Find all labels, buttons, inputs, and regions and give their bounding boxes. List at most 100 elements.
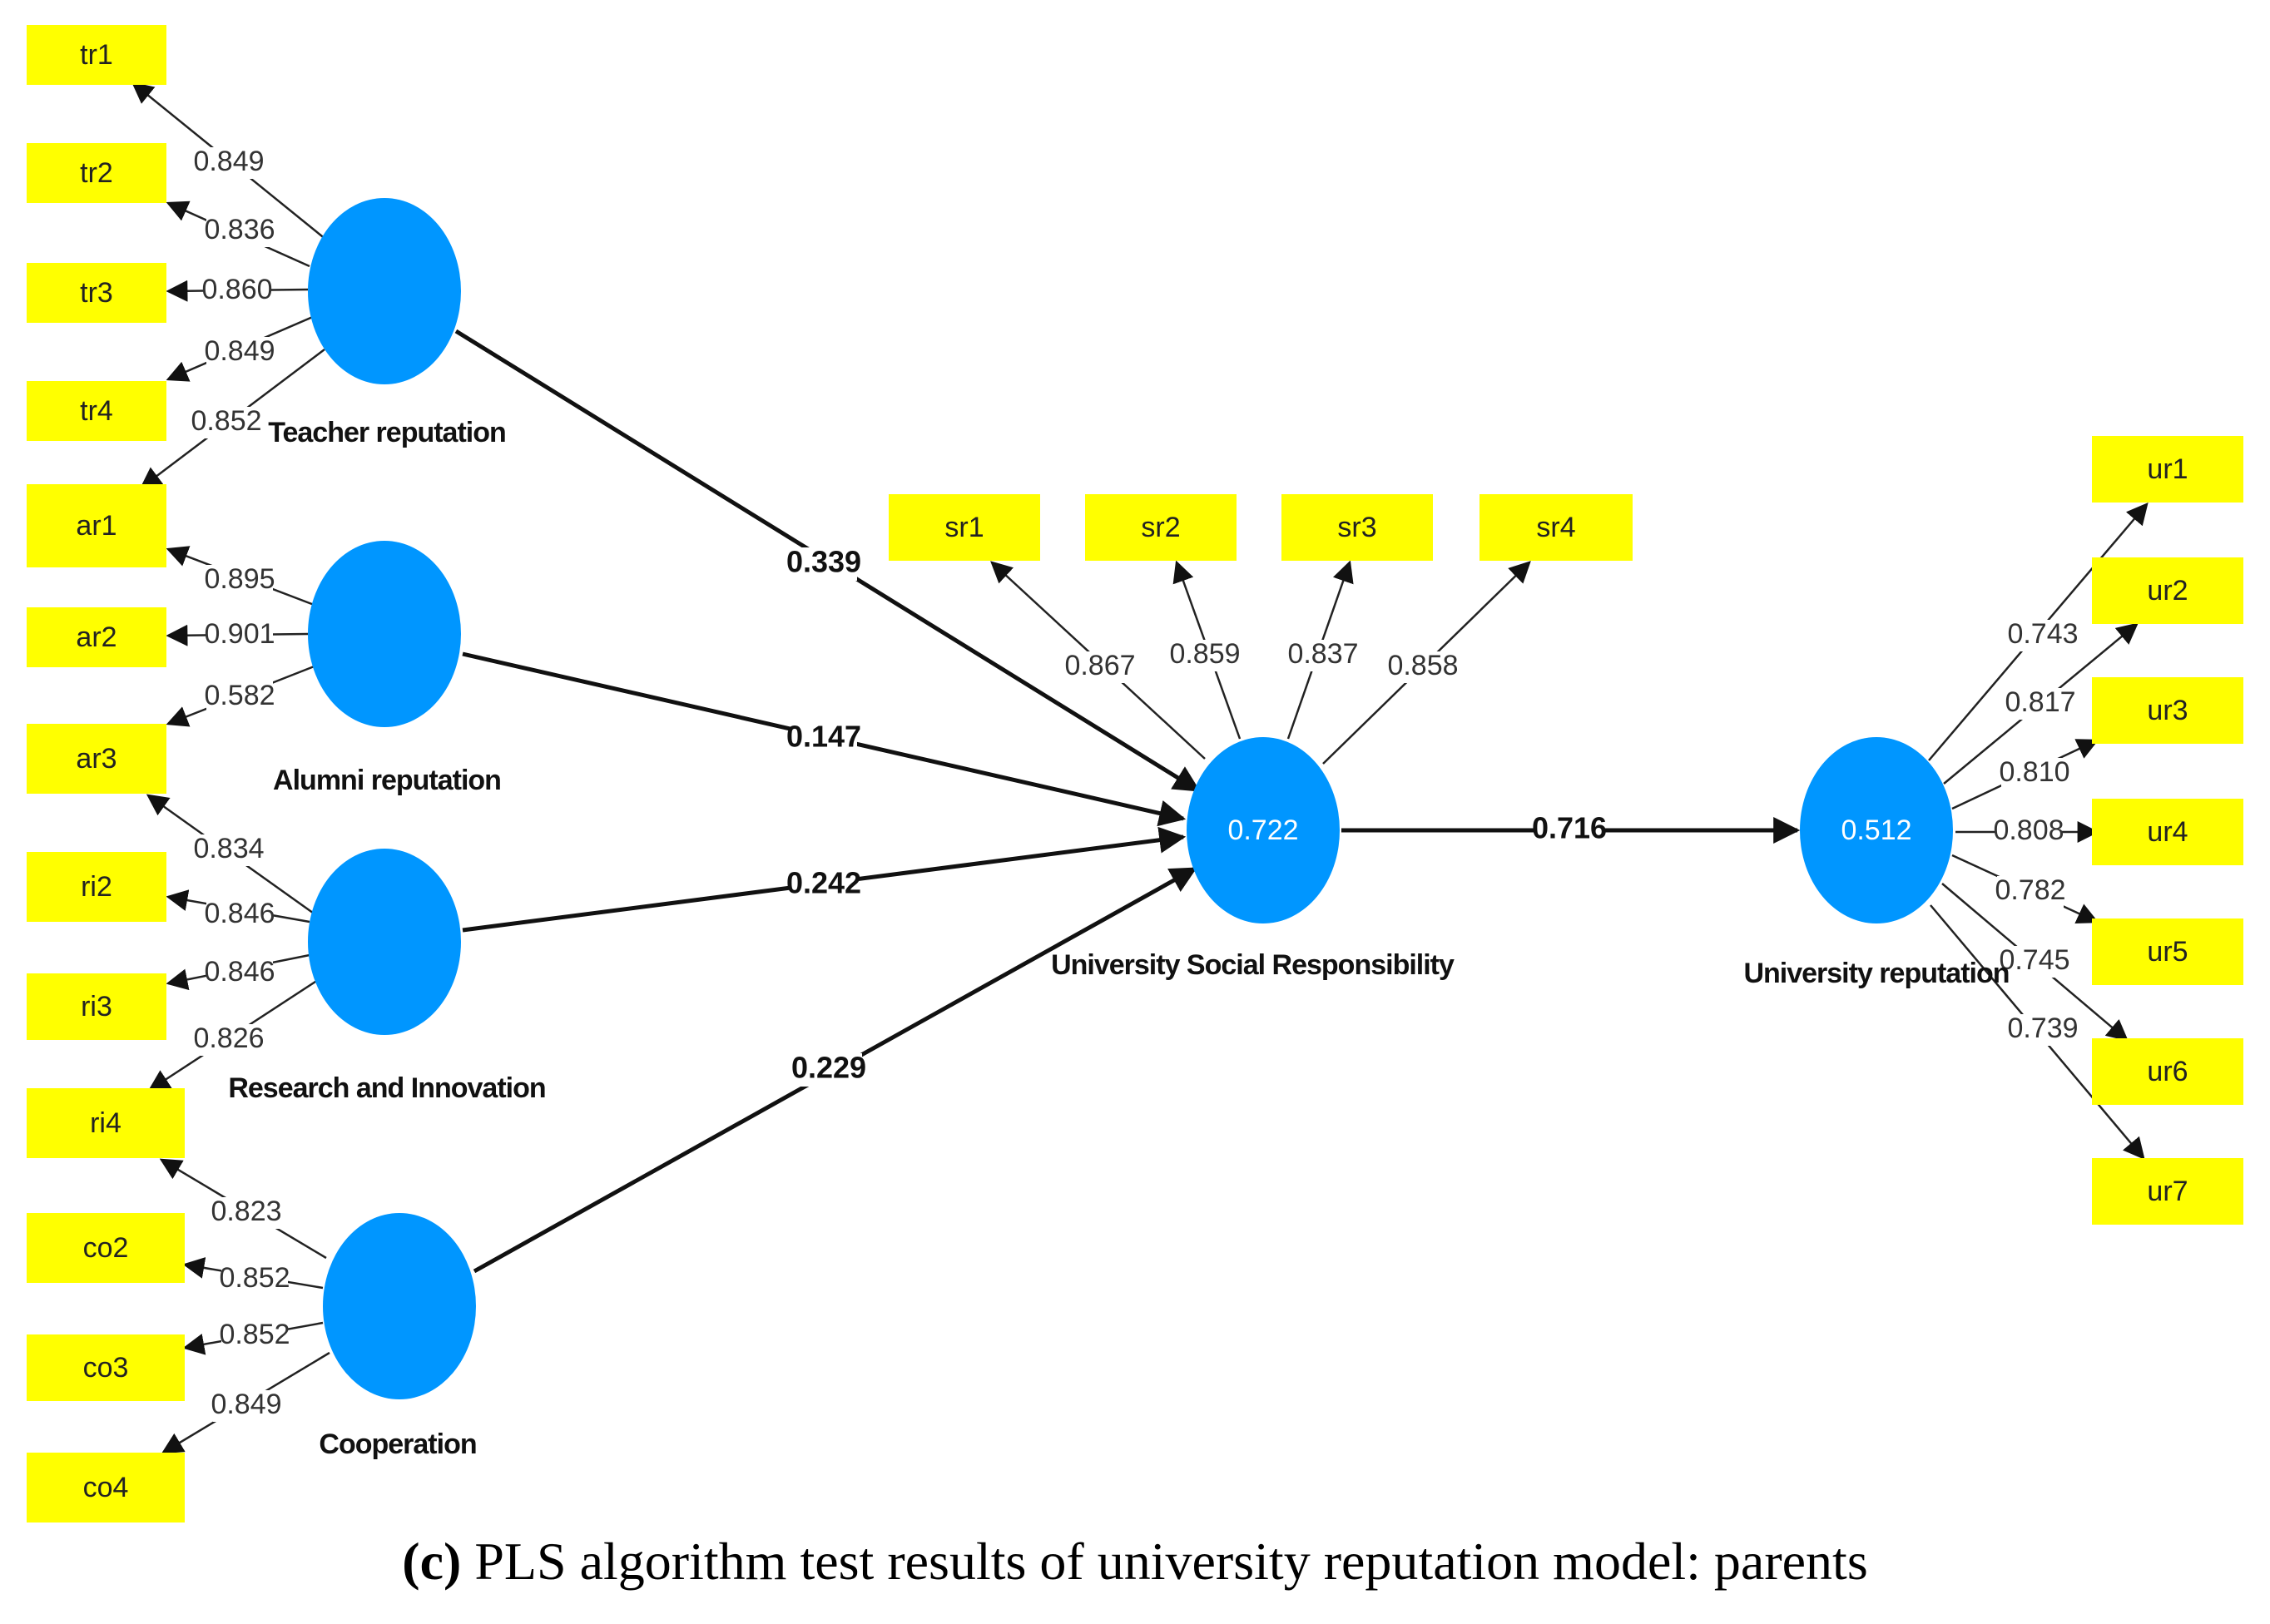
- loading-bg: [1390, 651, 1456, 683]
- loading-bg: [213, 1197, 280, 1229]
- indicator-label-ur2: ur2: [2147, 575, 2188, 607]
- indicator-label-ri2: ri2: [81, 871, 112, 903]
- construct-node-usr: [1187, 737, 1340, 923]
- indicator-label-co2: co2: [83, 1232, 129, 1264]
- loading-bg: [206, 681, 273, 713]
- loading-bg: [206, 215, 273, 247]
- indicator-label-ar2: ar2: [76, 621, 116, 653]
- loading-bg: [1290, 640, 1356, 671]
- loading-bg: [2010, 1014, 2076, 1046]
- indicator-box-sr2: [1085, 494, 1237, 561]
- loading-value-ur2: 0.817: [2005, 686, 2075, 718]
- indicator-label-sr4: sr4: [1536, 512, 1575, 543]
- indicator-label-ri3: ri3: [81, 991, 112, 1022]
- construct-node-ri: [308, 849, 461, 1035]
- path-coef-bg: [791, 547, 857, 581]
- indicator-label-ar1: ar1: [76, 510, 116, 542]
- indicator-label-tr4: tr4: [80, 395, 113, 427]
- path-coef-bg: [795, 1053, 862, 1087]
- loading-value-ri2: 0.834: [193, 833, 264, 864]
- construct-label-alumni-reputation: Alumni reputation: [273, 765, 501, 796]
- indicator-box-ri3: [27, 973, 166, 1040]
- indicator-box-ri4: [27, 1088, 185, 1158]
- indicator-label-co3: co3: [83, 1352, 129, 1384]
- loading-bg: [2007, 688, 2074, 720]
- indicator-box-sr3: [1281, 494, 1433, 561]
- figure-caption: (c) PLS algorithm test results of univer…: [0, 1531, 2270, 1592]
- indicator-box-tr4: [27, 381, 166, 441]
- indicator-box-co4: [27, 1453, 185, 1522]
- indicator-label-ur7: ur7: [2147, 1176, 2188, 1207]
- loading-value-co4: 0.849: [211, 1389, 281, 1420]
- construct-label-teacher-reputation: Teacher reputation: [268, 417, 506, 448]
- path-coef-bg: [791, 869, 857, 902]
- loading-value-ri3: 0.846: [204, 956, 275, 988]
- indicator-box-co3: [27, 1334, 185, 1401]
- indicator-box-ur3: [2092, 677, 2243, 744]
- indicator-box-tr3: [27, 263, 166, 323]
- loading-bg: [2001, 758, 2068, 790]
- path-coefficient-alumni-usr: 0.147: [786, 720, 861, 754]
- construct-label-research-and-innovation: Research and Innovation: [228, 1072, 545, 1104]
- caption-label: (c): [402, 1532, 462, 1591]
- loading-value-ur4: 0.808: [1993, 814, 2064, 846]
- loading-bg: [206, 899, 273, 931]
- loading-value-co2: 0.852: [219, 1262, 290, 1294]
- loading-value-co3: 0.852: [219, 1319, 290, 1350]
- loading-value-ur5: 0.782: [1995, 874, 2065, 906]
- loading-value-tr4: 0.849: [204, 335, 275, 367]
- path-coef-bg: [791, 722, 857, 755]
- indicator-box-sr4: [1479, 494, 1633, 561]
- loading-bg: [206, 620, 273, 651]
- path-coefficient-ri-usr: 0.242: [786, 866, 861, 900]
- loading-value-ri4: 0.826: [193, 1022, 264, 1054]
- indicator-label-ur4: ur4: [2147, 816, 2188, 848]
- loading-value-ur3: 0.810: [1999, 756, 2069, 788]
- loading-bg: [2010, 620, 2076, 651]
- loading-bg: [196, 834, 262, 866]
- loading-value-sr3: 0.837: [1287, 638, 1358, 670]
- loading-bg: [221, 1320, 288, 1352]
- loading-value-ar3: 0.582: [204, 680, 275, 711]
- construct-label-cooperation: Cooperation: [319, 1428, 476, 1460]
- construct-label-university-reputation: University reputation: [1743, 958, 2009, 989]
- loading-bg: [2001, 946, 2068, 978]
- indicator-label-sr3: sr3: [1337, 512, 1376, 543]
- indicator-box-co2: [27, 1213, 185, 1283]
- loading-bg: [196, 147, 262, 179]
- indicator-label-sr1: sr1: [944, 512, 984, 543]
- loading-bg: [206, 337, 273, 369]
- loading-value-sr4: 0.858: [1387, 650, 1458, 681]
- indicator-box-ar3: [27, 724, 166, 794]
- indicator-box-ur7: [2092, 1158, 2243, 1225]
- loading-bg: [1172, 640, 1238, 671]
- construct-node-alumni: [308, 541, 461, 727]
- path-coefficient-tr-usr: 0.339: [786, 545, 861, 579]
- indicator-box-ur4: [2092, 799, 2243, 865]
- loading-bg: [204, 275, 270, 307]
- path-coefficient-usr-ur: 0.716: [1532, 811, 1607, 845]
- indicator-box-ur6: [2092, 1038, 2243, 1105]
- loading-bg: [196, 1024, 262, 1056]
- indicator-label-ri4: ri4: [90, 1107, 121, 1139]
- loading-bg: [206, 565, 273, 597]
- loading-value-sr2: 0.859: [1169, 638, 1240, 670]
- loading-value-tr3: 0.860: [201, 274, 272, 305]
- construct-node-tr: [308, 198, 461, 384]
- path-coef-bg: [1536, 814, 1603, 847]
- indicator-label-ur1: ur1: [2147, 453, 2188, 485]
- loading-value-tr1: 0.849: [193, 146, 264, 177]
- indicator-box-tr1: [27, 25, 166, 85]
- indicator-box-ar1: [27, 484, 166, 567]
- indicator-label-co4: co4: [83, 1472, 129, 1503]
- indicator-label-ar3: ar3: [76, 743, 116, 775]
- loading-bg: [1067, 651, 1133, 683]
- loading-bg: [1995, 816, 2062, 848]
- indicator-box-ur1: [2092, 436, 2243, 503]
- indicator-box-ri2: [27, 852, 166, 922]
- indicator-label-tr2: tr2: [80, 157, 113, 189]
- construct-node-co: [323, 1213, 476, 1399]
- construct-node-ur: [1800, 737, 1953, 923]
- loading-value-ur6: 0.745: [1999, 944, 2069, 976]
